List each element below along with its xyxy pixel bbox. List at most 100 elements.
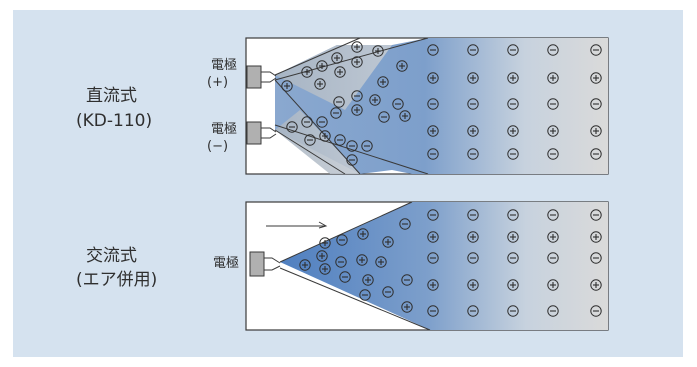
negative-ion-icon (382, 286, 394, 298)
negative-ion-icon (547, 98, 559, 110)
negative-ion-icon (359, 289, 371, 301)
positive-ion-icon (319, 263, 331, 275)
ac-subtitle: (エア併用) (76, 270, 158, 290)
positive-ion-icon (375, 256, 387, 268)
positive-ion-icon (351, 56, 363, 68)
positive-ion-icon (467, 125, 479, 137)
negative-ion-icon (427, 44, 439, 56)
ac-electrode-label: 電極 (213, 256, 240, 271)
positive-ion-icon (299, 259, 311, 271)
negative-ion-icon (427, 209, 439, 221)
positive-ion-icon (590, 125, 602, 137)
positive-ion-icon (356, 254, 368, 266)
negative-ion-icon (286, 121, 298, 133)
positive-ion-icon (547, 231, 559, 243)
positive-ion-icon (301, 66, 313, 78)
negative-ion-icon (507, 209, 519, 221)
negative-ion-icon (361, 140, 373, 152)
positive-ion-icon (334, 66, 346, 78)
dc-cone-area (274, 37, 608, 175)
negative-ion-icon (336, 234, 348, 246)
negative-ion-icon (590, 305, 602, 317)
negative-ion-icon (427, 98, 439, 110)
dc-electrode-positive-sign: (+) (207, 75, 229, 90)
negative-ion-icon (378, 111, 390, 123)
negative-ion-icon (467, 252, 479, 264)
negative-ion-icon (335, 256, 347, 268)
positive-ion-icon (382, 236, 394, 248)
positive-ion-icon (467, 231, 479, 243)
positive-ion-icon (547, 279, 559, 291)
negative-ion-icon (427, 252, 439, 264)
negative-ion-icon (547, 44, 559, 56)
positive-ion-icon (427, 231, 439, 243)
negative-ion-icon (330, 107, 342, 119)
negative-ion-icon (547, 209, 559, 221)
negative-ion-icon (547, 252, 559, 264)
positive-ion-icon (351, 104, 363, 116)
ac-title: 交流式 (86, 246, 137, 266)
negative-ion-icon (346, 140, 358, 152)
dc-model: (KD-110) (76, 111, 153, 131)
negative-ion-icon (392, 98, 404, 110)
positive-ion-icon (401, 301, 413, 313)
positive-ion-icon (331, 52, 343, 64)
negative-ion-icon (316, 116, 328, 128)
positive-ion-icon (357, 228, 369, 240)
positive-ion-icon (319, 130, 331, 142)
negative-ion-icon (401, 274, 413, 286)
positive-ion-icon (507, 279, 519, 291)
dc-electrode-negative-sign: (−) (207, 139, 229, 154)
negative-ion-icon (507, 305, 519, 317)
negative-ion-icon (339, 271, 351, 283)
positive-ion-icon (281, 80, 293, 92)
negative-ion-icon (334, 134, 346, 146)
dc-electrode-positive (246, 65, 277, 89)
negative-ion-icon (590, 252, 602, 264)
negative-ion-icon (507, 148, 519, 160)
negative-ion-icon (304, 134, 316, 146)
negative-ion-icon (467, 305, 479, 317)
positive-ion-icon (314, 78, 326, 90)
positive-ion-icon (396, 60, 408, 72)
negative-ion-icon (399, 218, 411, 230)
negative-ion-icon (333, 96, 345, 108)
negative-ion-icon (467, 148, 479, 160)
positive-ion-icon (427, 279, 439, 291)
ac-electrode (249, 251, 281, 277)
positive-ion-icon (467, 279, 479, 291)
air-flow-arrow (266, 221, 328, 229)
positive-ion-icon (467, 72, 479, 84)
positive-ion-icon (377, 76, 389, 88)
dc-electrode-negative (246, 121, 277, 145)
positive-ion-icon (507, 125, 519, 137)
negative-ion-icon (351, 90, 363, 102)
negative-ion-icon (547, 305, 559, 317)
negative-ion-icon (590, 98, 602, 110)
positive-ion-icon (316, 60, 328, 72)
positive-ion-icon (427, 125, 439, 137)
negative-ion-icon (427, 148, 439, 160)
positive-ion-icon (547, 72, 559, 84)
positive-ion-icon (319, 237, 331, 249)
negative-ion-icon (507, 252, 519, 264)
negative-ion-icon (590, 44, 602, 56)
negative-ion-icon (467, 209, 479, 221)
negative-ion-icon (301, 116, 313, 128)
dc-electrode-negative-label: 電極 (211, 122, 238, 137)
negative-ion-icon (547, 148, 559, 160)
negative-ion-icon (590, 209, 602, 221)
positive-ion-icon (590, 72, 602, 84)
negative-ion-icon (346, 154, 358, 166)
negative-ion-icon (467, 98, 479, 110)
positive-ion-icon (590, 279, 602, 291)
dc-electrode-positive-label: 電極 (211, 58, 238, 73)
positive-ion-icon (427, 72, 439, 84)
negative-ion-icon (427, 305, 439, 317)
negative-ion-icon (507, 44, 519, 56)
negative-ion-icon (507, 98, 519, 110)
negative-ion-icon (590, 148, 602, 160)
positive-ion-icon (316, 250, 328, 262)
positive-ion-icon (590, 231, 602, 243)
